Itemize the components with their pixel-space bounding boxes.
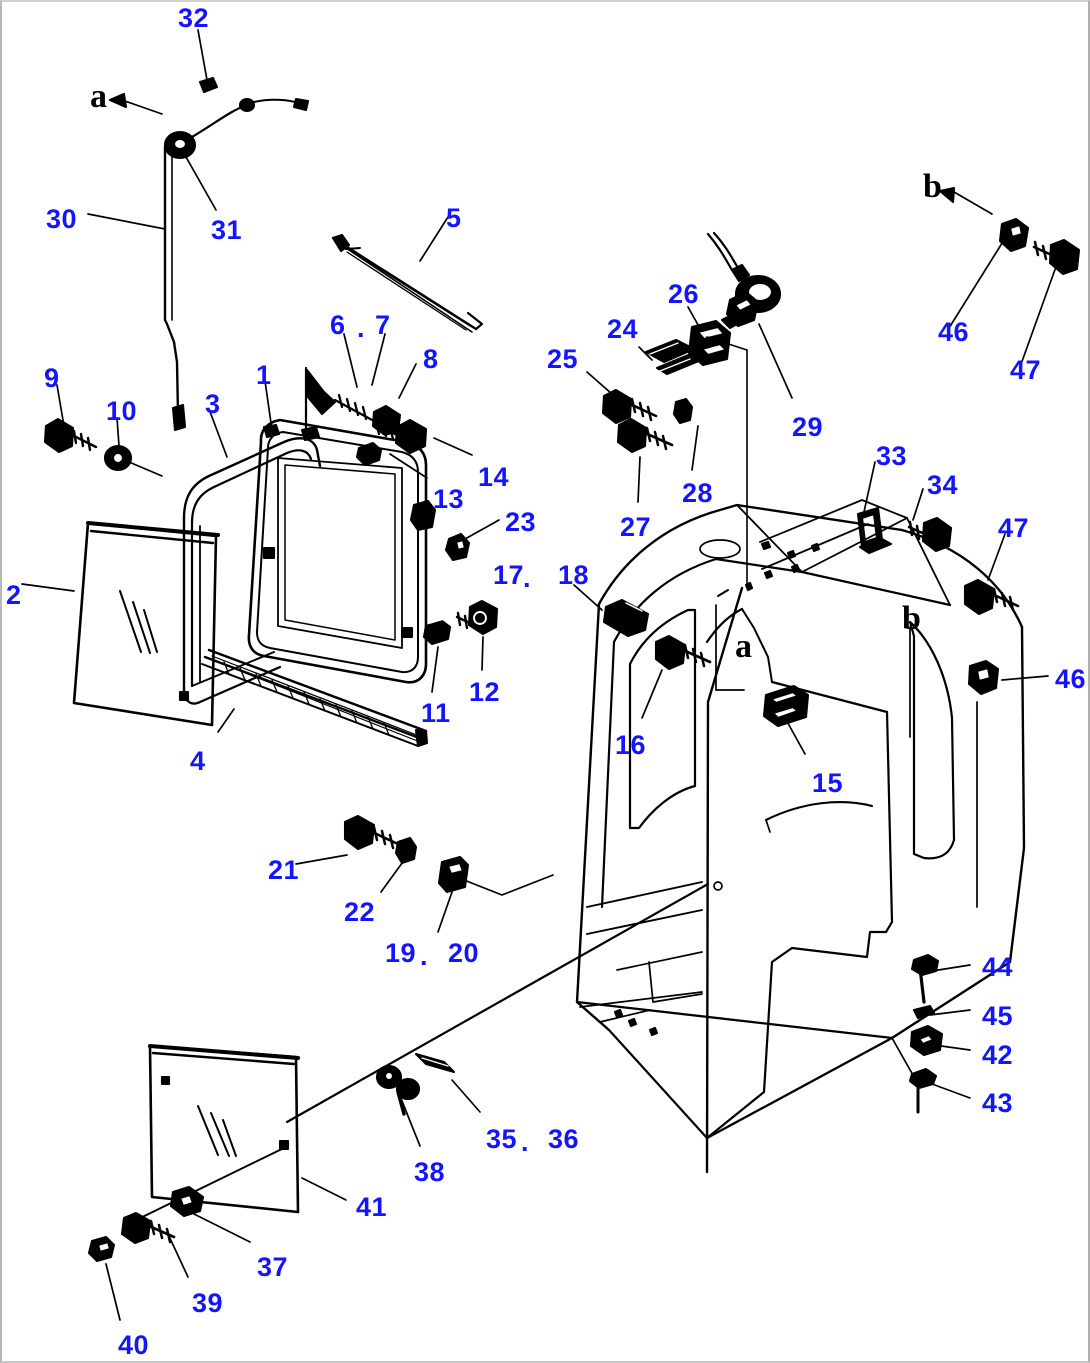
callout-16: 16 (615, 730, 647, 760)
dot-6-7: . (357, 313, 365, 343)
callout-22: 22 (344, 897, 376, 927)
callout-7: 7 (375, 310, 391, 340)
section-b-hardware-right (963, 533, 1049, 696)
callout-11: 11 (421, 698, 451, 728)
callout-41: 41 (356, 1192, 388, 1222)
section-b-cab: b (902, 600, 921, 637)
bolt-21-washer-22 (295, 814, 418, 893)
callout-23: 23 (505, 507, 537, 537)
clip-35-36 (414, 1052, 481, 1113)
plug-23 (444, 519, 500, 562)
glass-pane-41 (127, 1044, 347, 1225)
bolt-14 (373, 418, 473, 456)
clip-13 (355, 437, 428, 479)
callout-12: 12 (469, 677, 501, 707)
hardware-column-right (891, 953, 971, 1114)
callout-35: 35 (486, 1124, 518, 1154)
callout-46-top: 46 (938, 317, 970, 347)
glass-pane-2 (21, 521, 220, 727)
callout-43: 43 (982, 1088, 1014, 1118)
callout-46-right: 46 (1055, 664, 1087, 694)
wiper-blade-5 (331, 216, 484, 333)
callout-1: 1 (256, 360, 272, 390)
callout-10: 10 (106, 396, 138, 426)
dot-35-36: . (521, 1127, 529, 1157)
callout-37: 37 (257, 1252, 289, 1282)
callout-21: 21 (268, 855, 300, 885)
callout-20: 20 (448, 938, 480, 968)
callout-38: 38 (414, 1157, 446, 1187)
callout-17: 17 (493, 560, 525, 590)
callout-18: 18 (558, 560, 590, 590)
bracket-19-20 (437, 855, 554, 933)
callout-5: 5 (446, 203, 462, 233)
callout-29: 29 (792, 412, 824, 442)
section-b-hardware-top (938, 186, 1081, 368)
callout-30: 30 (46, 204, 78, 234)
dot-17-18: . (523, 563, 531, 593)
wiper-washer-assembly (87, 29, 310, 432)
callout-44: 44 (982, 952, 1014, 982)
callout-14: 14 (478, 462, 510, 492)
callout-26: 26 (668, 279, 700, 309)
callout-6: 6 (330, 310, 346, 340)
callout-2: 2 (6, 580, 22, 610)
callout-47-right: 47 (998, 513, 1030, 543)
bolt-18 (573, 584, 650, 638)
bolt-16 (641, 634, 712, 719)
hardware-37-39-40 (87, 1185, 251, 1321)
callout-13: 13 (433, 484, 465, 514)
window-frame-1 (247, 373, 437, 684)
callout-19: 19 (385, 938, 417, 968)
bracket-bolt-group (586, 306, 748, 586)
callout-34: 34 (927, 470, 959, 500)
glazing-seal-3 (182, 408, 322, 705)
callout-32: 32 (178, 3, 210, 33)
pivot-38 (375, 1064, 421, 1147)
hinge-29 (706, 231, 793, 399)
callout-8: 8 (423, 344, 439, 374)
lower-rail-4 (201, 648, 429, 748)
operator-cab-body (575, 499, 1026, 1174)
section-b-top: b (923, 168, 942, 205)
latch-15 (762, 684, 810, 755)
callout-15: 15 (812, 768, 844, 798)
section-a-cab: a (735, 628, 752, 665)
clip-11 (422, 617, 452, 693)
callout-24: 24 (607, 314, 639, 344)
callout-4: 4 (190, 746, 206, 776)
dot-19-20: . (420, 941, 428, 971)
callout-40: 40 (118, 1330, 150, 1360)
callout-28: 28 (682, 478, 714, 508)
bolt-9 (43, 384, 98, 454)
bolt-group-6-7-8 (304, 333, 417, 437)
callout-33: 33 (876, 441, 908, 471)
assembly-line (285, 882, 710, 1124)
washer-10 (103, 417, 163, 477)
callout-39: 39 (192, 1288, 224, 1318)
callout-25: 25 (547, 344, 579, 374)
callout-42: 42 (982, 1040, 1014, 1070)
callout-3: 3 (205, 389, 221, 419)
callout-31: 31 (211, 215, 243, 245)
callout-45: 45 (982, 1001, 1014, 1031)
callout-27: 27 (620, 512, 652, 542)
callout-47-top: 47 (1010, 355, 1042, 385)
section-a-top: a (90, 78, 107, 115)
callout-36: 36 (548, 1124, 580, 1154)
bolt-12 (455, 599, 499, 671)
callout-9: 9 (44, 363, 60, 393)
